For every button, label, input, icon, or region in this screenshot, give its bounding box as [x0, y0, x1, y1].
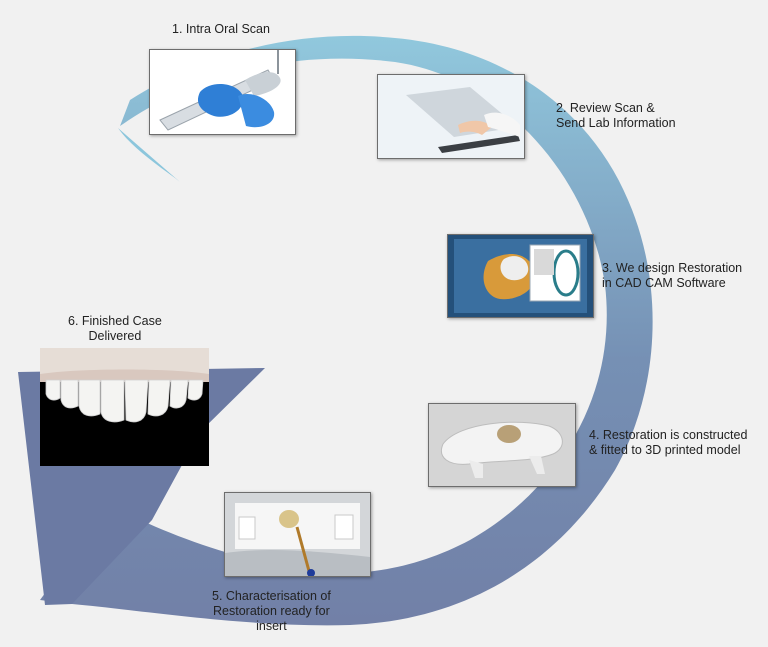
step-5-line-1: 5. Characterisation of — [212, 589, 331, 603]
brush-staining-icon — [225, 493, 370, 576]
step-6-label: 6. Finished Case Delivered — [68, 314, 162, 344]
step-6-line-2: Delivered — [88, 329, 142, 343]
step-2-line-1: 2. Review Scan & — [556, 101, 655, 115]
step-4-line-2: & fitted to 3D printed model — [589, 443, 741, 457]
step-2-image — [377, 74, 525, 159]
cycle-arrow-tail — [118, 128, 180, 182]
step-1-line-1: 1. Intra Oral Scan — [172, 22, 270, 36]
step-6-image — [40, 348, 209, 466]
cycle-arrow-inner — [150, 90, 574, 541]
step-4-image — [428, 403, 576, 487]
step-5-line-2: Restoration ready for — [213, 604, 330, 618]
step-5-image — [224, 492, 371, 577]
step-2-label: 2. Review Scan & Send Lab Information — [556, 101, 676, 131]
cad-software-icon — [448, 235, 593, 317]
step-3-label: 3. We design Restoration in CAD CAM Soft… — [602, 261, 742, 291]
step-4-line-1: 4. Restoration is constructed — [589, 428, 748, 442]
printed-model-icon — [429, 404, 575, 486]
smile-veneers-icon — [40, 348, 209, 466]
step-1-label: 1. Intra Oral Scan — [172, 22, 270, 37]
step-3-line-1: 3. We design Restoration — [602, 261, 743, 275]
step-5-line-3: insert — [256, 619, 287, 633]
laptop-typing-icon — [378, 75, 524, 158]
step-3-image — [447, 234, 594, 318]
step-2-line-2: Send Lab Information — [556, 116, 676, 130]
step-5-label: 5. Characterisation of Restoration ready… — [212, 589, 331, 634]
step-1-image — [149, 49, 296, 135]
step-6-line-1: 6. Finished Case — [68, 314, 162, 328]
step-4-label: 4. Restoration is constructed & fitted t… — [589, 428, 747, 458]
intraoral-scanner-icon — [150, 50, 295, 134]
step-3-line-2: in CAD CAM Software — [602, 276, 726, 290]
